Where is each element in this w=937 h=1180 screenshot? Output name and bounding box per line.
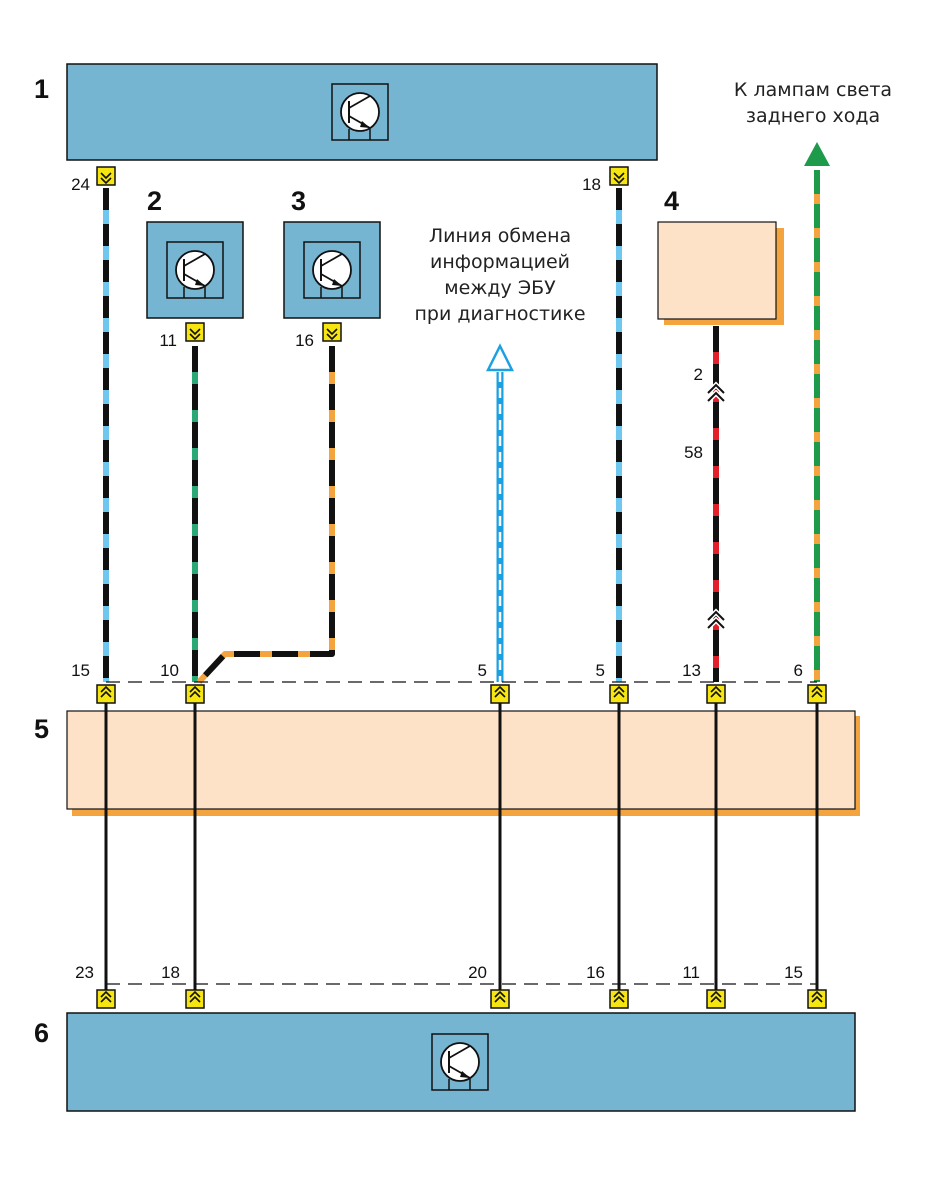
pin-label: 10 xyxy=(160,661,179,680)
pin-label: 6 xyxy=(794,661,803,680)
connector-icon xyxy=(322,322,342,342)
pin-label: 11 xyxy=(159,331,177,350)
diag-note-line3: между ЭБУ xyxy=(444,277,556,299)
pin-label: 5 xyxy=(478,661,487,680)
connector-icon xyxy=(96,684,116,704)
connector-icon xyxy=(807,684,827,704)
reverse-lamps-note-line2: заднего хода xyxy=(746,105,880,127)
component-label-4: 4 xyxy=(664,186,679,216)
pin-label: 16 xyxy=(586,963,605,982)
diag-note-line1: Линия обмена xyxy=(429,225,571,247)
splice-label: 58 xyxy=(684,443,703,462)
connector-icon xyxy=(706,684,726,704)
diag-note-line4: при диагностике xyxy=(414,303,585,325)
arrow-up-icon xyxy=(485,343,515,372)
pin-label: 13 xyxy=(682,661,701,680)
pin-label: 2 xyxy=(694,365,703,384)
component-label-1: 1 xyxy=(34,74,49,104)
component-label-6: 6 xyxy=(34,1018,49,1048)
connector-icon xyxy=(490,684,510,704)
connector-icon xyxy=(807,989,827,1009)
reverse-lamps-note-line1: К лампам света xyxy=(734,79,892,101)
pin-label: 18 xyxy=(161,963,180,982)
pin-label: 18 xyxy=(582,175,601,194)
transistor-icon xyxy=(166,241,224,299)
pin-label: 16 xyxy=(295,331,314,350)
pin-label: 5 xyxy=(596,661,605,680)
connector-icon xyxy=(490,989,510,1009)
connector-icon xyxy=(96,989,116,1009)
component-label-5: 5 xyxy=(34,714,49,744)
connector-icon xyxy=(185,989,205,1009)
pin-label: 20 xyxy=(468,963,487,982)
connector-icon xyxy=(185,684,205,704)
transistor-icon xyxy=(303,241,361,299)
transistor-icon xyxy=(331,83,389,141)
pin-label: 15 xyxy=(71,661,90,680)
connector-icon xyxy=(609,989,629,1009)
transistor-icon xyxy=(431,1033,489,1091)
connector-icon xyxy=(96,166,116,186)
diag-note-line2: информацией xyxy=(430,251,570,273)
connector-icon xyxy=(609,684,629,704)
pin-label: 23 xyxy=(75,963,94,982)
component-block-5 xyxy=(66,710,856,810)
connector-icon xyxy=(706,989,726,1009)
pin-label: 24 xyxy=(71,175,90,194)
pin-label: 15 xyxy=(784,963,803,982)
component-label-3: 3 xyxy=(291,186,306,216)
connector-icon xyxy=(609,166,629,186)
component-block-4 xyxy=(657,221,777,320)
arrow-up-icon xyxy=(804,142,830,166)
pin-label: 11 xyxy=(682,963,700,982)
component-label-2: 2 xyxy=(147,186,162,216)
connector-icon xyxy=(185,322,205,342)
